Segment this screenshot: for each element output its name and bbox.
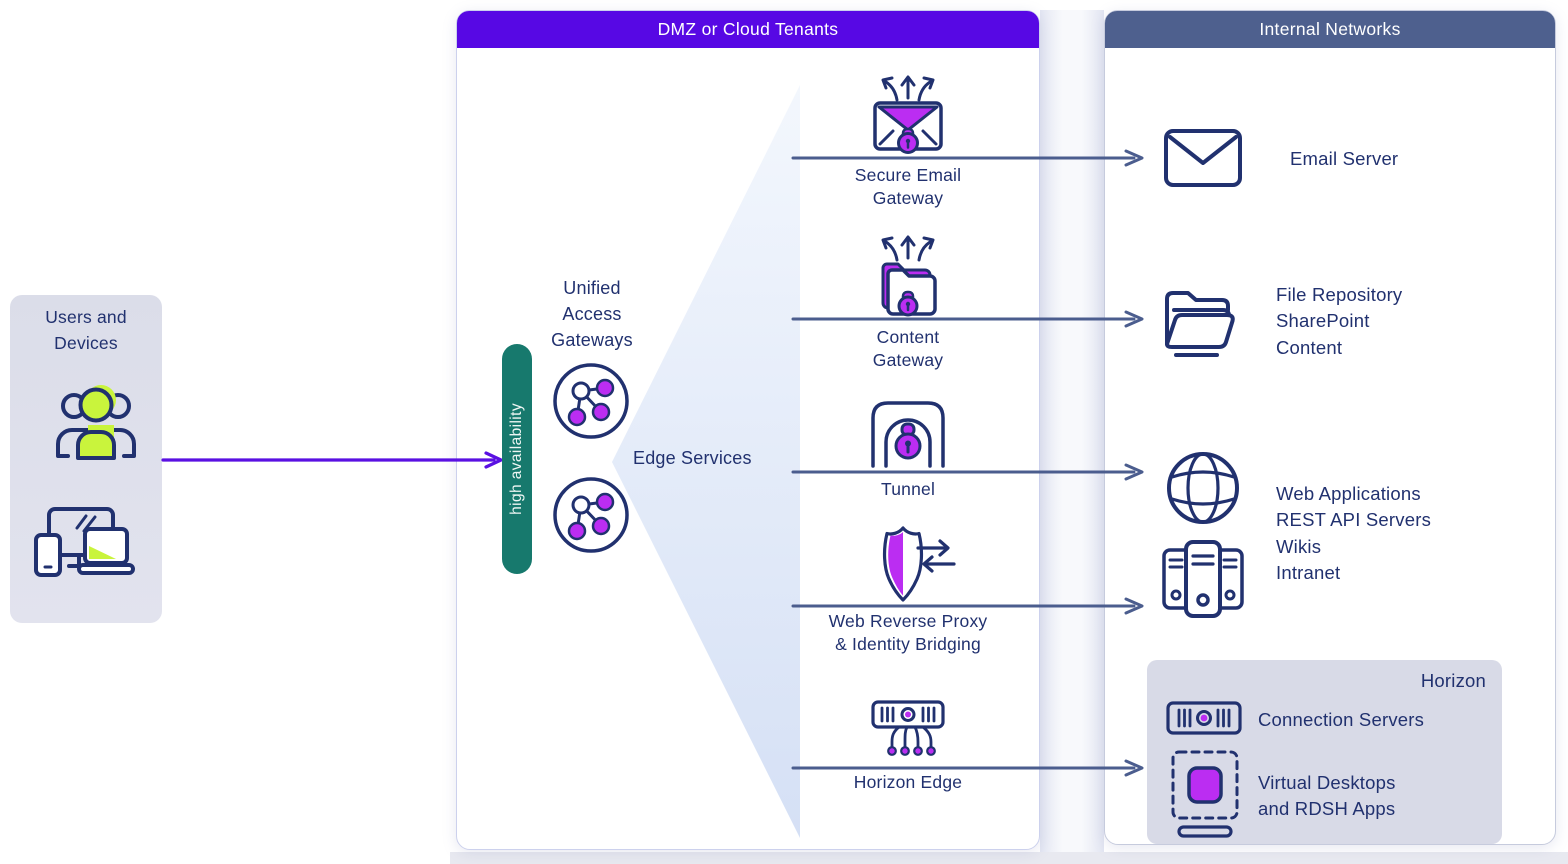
dmz-panel-header: DMZ or Cloud Tenants [457,11,1039,48]
flow-arrow-email [791,149,1144,167]
bottom-strip [450,852,1568,864]
flow-arrow-proxy [791,597,1144,615]
users-and-devices-title: Users and Devices [45,307,127,353]
tunnel-label: Tunnel [880,479,936,499]
users-group-icon [56,385,136,460]
file-repository-label: File Repository SharePoint Content [1276,284,1403,358]
horizon-title: Horizon [1420,670,1486,691]
tunnel-icon [871,401,945,468]
secure-email-gateway-icon [873,75,943,154]
web-applications-label: Web Applications REST API Servers Wikis … [1276,483,1432,584]
web-reverse-proxy-icon [882,526,956,602]
edge-services-label: Edge Services [633,448,752,468]
email-server-icon [1164,129,1242,187]
server-rack-icon [1162,540,1244,618]
high-availability-bar: high availability [502,344,532,574]
web-reverse-proxy-label: Web Reverse Proxy & Identity Bridging [828,611,988,655]
connection-servers-label: Connection Servers [1258,709,1425,730]
horizon-box: Horizon Connection Servers Virtual Deskt… [1147,660,1502,844]
content-gateway-icon [881,235,937,317]
horizon-edge-label: Horizon Edge [853,772,963,792]
horizon-edge-icon [871,700,945,756]
globe-icon [1167,452,1239,524]
connection-servers-icon [1166,701,1242,735]
internal-networks-header: Internal Networks [1105,11,1555,48]
edge-services-beam [612,85,800,838]
virtual-desktops-icon [1171,750,1239,838]
gateway-node-icon [553,477,629,553]
flow-arrow-horizon [791,759,1144,777]
high-availability-label: high availability [508,403,525,515]
users-and-devices-box: Users and Devices [10,295,162,623]
virtual-desktops-label: Virtual Desktops and RDSH Apps [1258,772,1396,820]
content-gateway-label: Content Gateway [872,327,944,371]
file-repository-icon [1165,291,1235,357]
uag-title: Unified Access Gateways [551,278,633,351]
secure-email-gateway-label: Secure Email Gateway [854,165,962,209]
email-server-label: Email Server [1290,148,1399,169]
flow-arrow-tunnel [791,463,1144,481]
users-to-gateway-arrow [161,451,503,469]
panel-gap-shade [1040,10,1104,852]
flow-arrow-content [791,310,1144,328]
devices-icon [34,507,135,577]
gateway-node-icon [553,363,629,439]
